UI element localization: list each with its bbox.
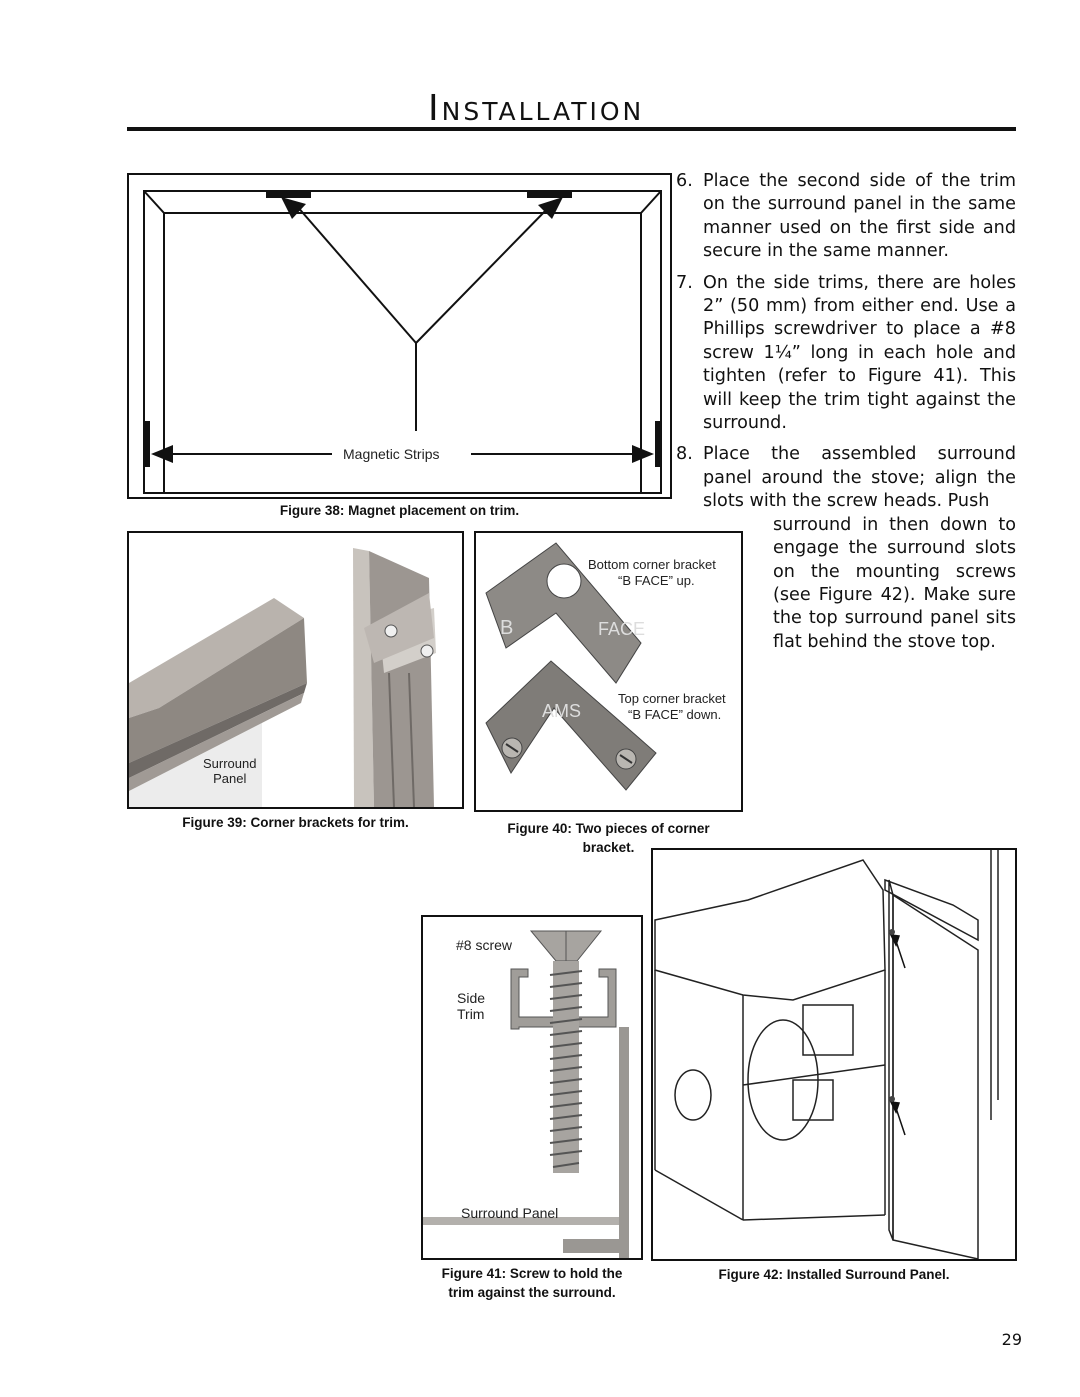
figure-39-corner-brackets: Surround Panel (127, 531, 464, 809)
step-number: 6. (676, 171, 693, 191)
page-number: 29 (1001, 1330, 1022, 1349)
installation-steps: 6. Place the second side of the trim on … (676, 170, 1016, 662)
figure-42-installed-surround (651, 848, 1017, 1261)
side-trim-label-line2: Trim (457, 1006, 485, 1022)
step-8: 8. Place the assembled surround panel ar… (676, 443, 1016, 654)
stamp-face: FACE (598, 619, 646, 639)
step-number: 7. (676, 272, 693, 293)
step-8-text-part2: surround in then down to engage the surr… (773, 514, 1016, 652)
figure-40-caption-line2: bracket. (582, 840, 635, 855)
bottom-bracket-label-line2: “B FACE” up. (618, 573, 695, 588)
step-text: Place the second side of the trim on the… (703, 171, 1016, 262)
installed-surround-illustration (654, 850, 999, 1259)
screw-label: #8 screw (456, 937, 513, 953)
step-number: 8. (676, 444, 693, 465)
bottom-bracket-label-line1: Bottom corner bracket (588, 557, 716, 572)
corner-bracket-trim-illustration (129, 533, 462, 807)
step-text: Place the assembled surround panel aroun… (703, 443, 1016, 654)
top-bracket-label-line1: Top corner bracket (618, 691, 726, 706)
stamp-ams: AMS (542, 701, 582, 721)
corner-bracket-photo (485, 542, 657, 791)
top-bracket-label-line2: “B FACE” down. (628, 707, 722, 722)
figure-39-caption: Figure 39: Corner brackets for trim. (182, 815, 409, 830)
step-7: 7. On the side trims, there are holes 2”… (676, 272, 1016, 436)
step-text: On the side trims, there are holes 2” (5… (703, 272, 1016, 434)
side-trim-label-line1: Side (457, 990, 486, 1006)
page-title: Installation (428, 88, 645, 129)
figure-41-caption-line1: Figure 41: Screw to hold the (441, 1266, 623, 1281)
figure-40-caption-line1: Figure 40: Two pieces of corner (507, 821, 710, 836)
surround-label-line: Surround (203, 756, 257, 771)
side-trim-label: Side Trim (457, 990, 485, 1022)
step-8-text-part1: Place the assembled surround panel aroun… (703, 444, 1016, 512)
figure-41-caption-line2: trim against the surround. (448, 1285, 616, 1300)
figure-40-caption: Figure 40: Two pieces of corner bracket. (474, 819, 743, 857)
bottom-bracket-label: Bottom corner bracket “B FACE” up. (588, 557, 716, 589)
figure-38-magnet-placement: Magnetic Strips (127, 173, 672, 499)
figure-38-caption: Figure 38: Magnet placement on trim. (279, 503, 520, 518)
magnet-trim-diagram (143, 190, 662, 494)
figure-41-screw-trim: #8 screw Side Trim Surround Panel (421, 915, 643, 1260)
figure-42-caption: Figure 42: Installed Surround Panel. (718, 1267, 950, 1282)
step-6: 6. Place the second side of the trim on … (676, 170, 1016, 264)
figure-41-caption: Figure 41: Screw to hold the trim agains… (421, 1264, 643, 1302)
title-rule (127, 127, 1016, 131)
screw-section-diagram (423, 930, 629, 1258)
panel-label-line: Panel (213, 771, 247, 786)
stamp-b: B (500, 617, 514, 639)
top-bracket-label: Top corner bracket “B FACE” down. (618, 691, 726, 723)
surround-panel-section-label: Surround Panel (461, 1205, 559, 1221)
surround-panel-label: Surround Panel (203, 756, 256, 786)
magnetic-strips-label: Magnetic Strips (343, 446, 440, 462)
figure-40-corner-bracket-pieces: B FACE AMS Bottom corner bracket “B FACE… (474, 531, 743, 812)
